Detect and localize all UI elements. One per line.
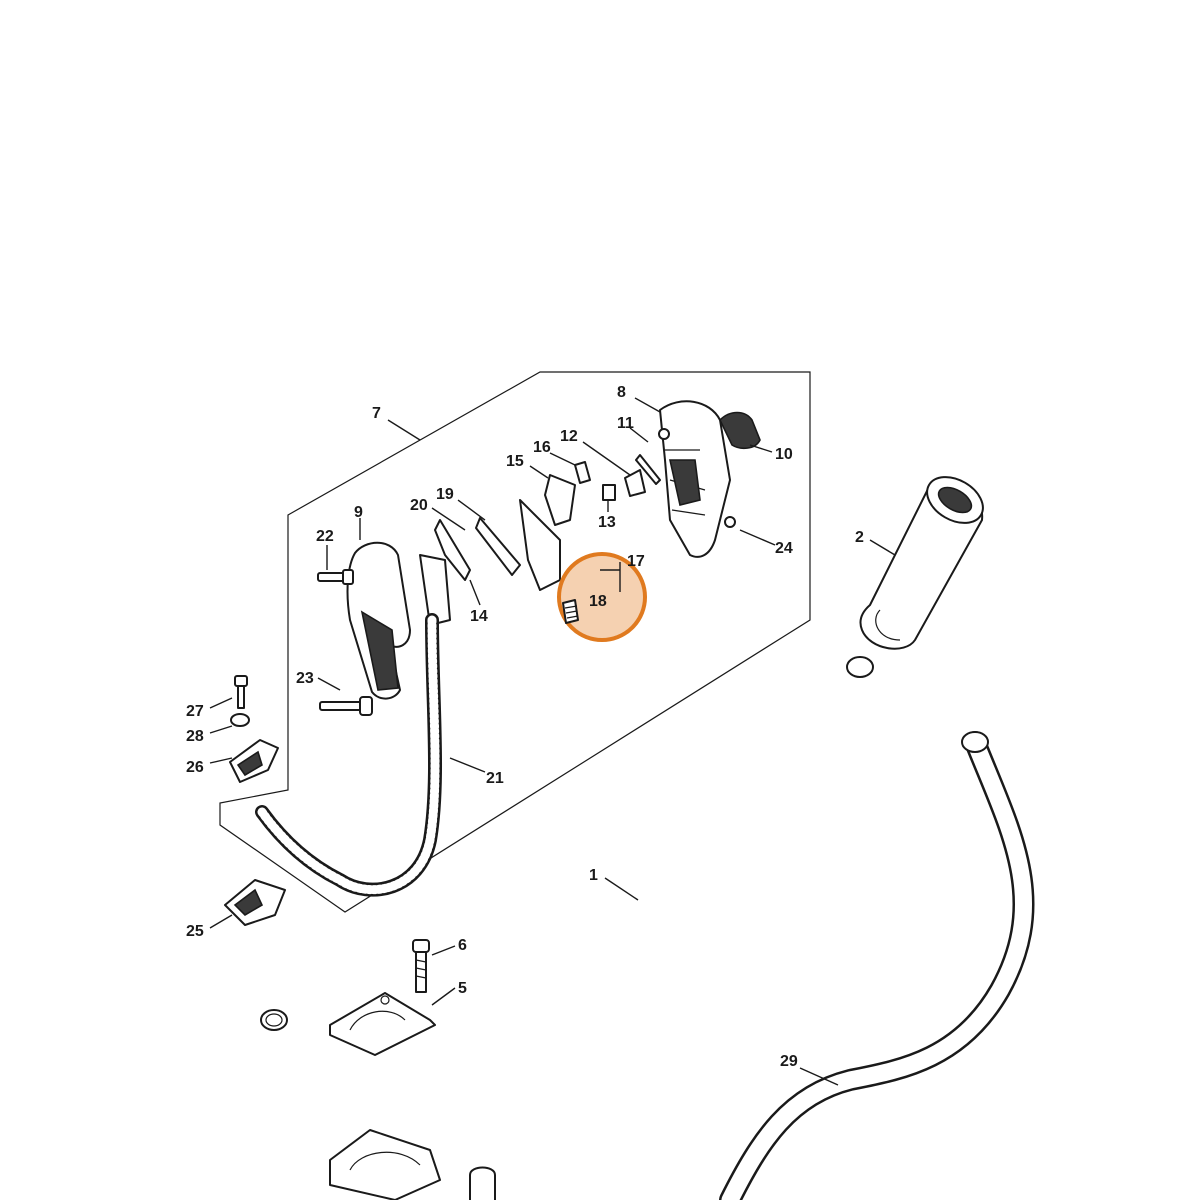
part-24-nut[interactable] <box>724 516 736 528</box>
part-20-lever[interactable] <box>434 519 471 581</box>
part-19-spring[interactable] <box>475 517 521 576</box>
label-23: 23 <box>296 670 314 687</box>
label-24: 24 <box>775 540 793 557</box>
part-16-spring[interactable] <box>574 461 591 484</box>
lower-clamp <box>329 1129 496 1200</box>
part-21-cable[interactable] <box>255 613 443 897</box>
part-10-knob[interactable] <box>719 411 761 450</box>
highlight-circle[interactable] <box>557 552 647 642</box>
part-28-washer[interactable] <box>230 713 250 727</box>
label-25: 25 <box>186 923 204 940</box>
part-25-bracket[interactable] <box>224 879 286 926</box>
part-11-pin[interactable] <box>635 454 661 485</box>
label-8: 8 <box>617 384 626 401</box>
label-7: 7 <box>372 405 381 422</box>
part-15-lever[interactable] <box>544 474 576 526</box>
part-23-screw[interactable] <box>319 696 373 716</box>
label-12: 12 <box>560 428 578 445</box>
label-21: 21 <box>486 770 504 787</box>
part-2-grip[interactable] <box>859 468 991 650</box>
label-11: 11 <box>617 415 634 432</box>
label-29: 29 <box>780 1053 798 1070</box>
label-15: 15 <box>506 453 524 470</box>
leader-lines <box>209 397 896 1086</box>
part-22-screw[interactable] <box>317 569 354 585</box>
label-13: 13 <box>598 514 616 531</box>
part-17-part[interactable] <box>519 499 561 591</box>
label-22: 22 <box>316 528 334 545</box>
part-5-clamp[interactable] <box>329 992 436 1056</box>
label-28: 28 <box>186 728 204 745</box>
label-10: 10 <box>775 446 793 463</box>
label-16: 16 <box>533 439 551 456</box>
label-17: 17 <box>627 553 645 570</box>
part-1-handlebar[interactable] <box>260 656 874 1142</box>
label-20: 20 <box>410 497 428 514</box>
part-8-housing[interactable] <box>658 400 731 558</box>
label-6: 6 <box>458 937 467 954</box>
part-27-screw[interactable] <box>234 675 248 709</box>
part-26-bracket[interactable] <box>229 739 279 783</box>
assembly-7-outline <box>219 371 811 913</box>
label-5: 5 <box>458 980 467 997</box>
label-27: 27 <box>186 703 204 720</box>
label-18[interactable]: 18 <box>589 593 607 610</box>
label-1: 1 <box>589 867 598 884</box>
label-2: 2 <box>855 529 864 546</box>
part-14-plate[interactable] <box>419 554 451 626</box>
label-14: 14 <box>470 608 488 625</box>
part-12-spring[interactable] <box>624 469 646 497</box>
part-6-screw[interactable] <box>412 939 430 993</box>
label-9: 9 <box>354 504 363 521</box>
label-26: 26 <box>186 759 204 776</box>
part-13-screw[interactable] <box>602 484 616 501</box>
label-19: 19 <box>436 486 454 503</box>
part-9-housing[interactable] <box>346 541 411 700</box>
part-29-handlebar[interactable] <box>719 731 1035 1200</box>
